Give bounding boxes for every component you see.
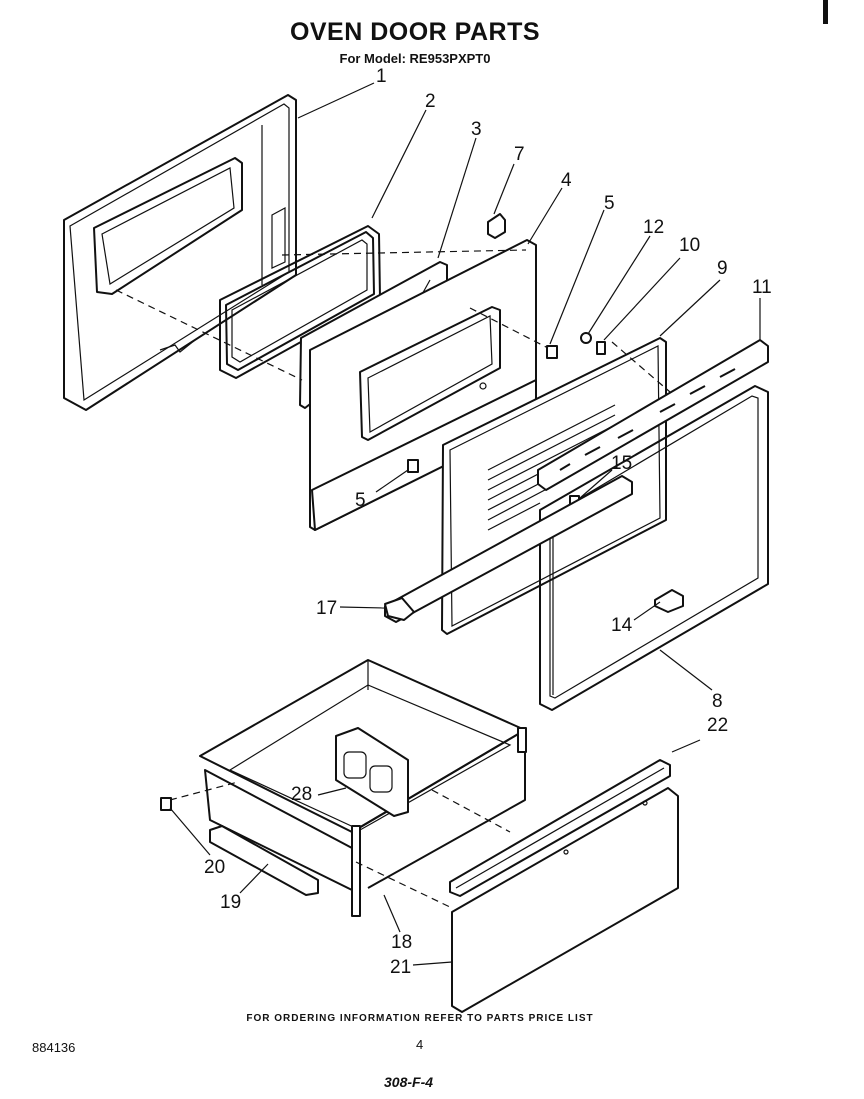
leader-lines — [169, 82, 761, 966]
part-door-frame — [539, 385, 769, 711]
part-drawer-rail — [209, 825, 319, 896]
page-number: 4 — [416, 1037, 424, 1052]
part-storage-drawer — [199, 659, 527, 917]
part-screw — [580, 332, 592, 344]
document-number: 884136 — [32, 1040, 76, 1055]
callout-part-9: 9 — [717, 258, 728, 279]
part-drawer-front-panel — [451, 787, 679, 1013]
callout-part-28: 28 — [291, 784, 313, 805]
callout-part-21: 21 — [390, 957, 412, 978]
part-drawer-glide — [160, 797, 172, 811]
callout-part-18: 18 — [391, 932, 413, 953]
part-clip-upper — [546, 345, 558, 359]
page-title: OVEN DOOR PARTS — [289, 18, 541, 46]
model-subtitle: For Model: RE953PXPT0 — [339, 51, 491, 66]
callout-part-1: 1 — [376, 66, 387, 87]
registration-mark — [823, 0, 828, 24]
part-outer-door-panel — [63, 94, 297, 411]
callout-part-15: 15 — [611, 453, 633, 474]
part-hinge-bracket — [487, 213, 506, 239]
part-bottom-rail — [384, 475, 633, 623]
callout-part-12: 12 — [643, 217, 665, 238]
callout-part-20: 20 — [204, 857, 226, 878]
alignment-lines — [115, 249, 671, 909]
callout-part-5-lower: 5 — [355, 490, 366, 511]
part-spacer — [596, 341, 606, 355]
callout-part-14: 14 — [611, 615, 633, 636]
callout-part-5-upper: 5 — [604, 193, 615, 214]
callout-part-10: 10 — [679, 235, 701, 256]
handwritten-reference: 308-F-4 — [384, 1074, 434, 1090]
callout-part-3: 3 — [471, 119, 482, 140]
callout-part-22: 22 — [707, 715, 729, 736]
part-lower-bracket — [654, 589, 684, 613]
callout-part-4: 4 — [561, 170, 572, 191]
callout-part-19: 19 — [220, 892, 242, 913]
callout-part-11: 11 — [752, 277, 772, 298]
callout-part-17: 17 — [316, 598, 338, 619]
part-drawer-trim-strip — [449, 759, 671, 897]
ordering-note: FOR ORDERING INFORMATION REFER TO PARTS … — [246, 1013, 594, 1024]
part-drawer-divider — [335, 727, 409, 817]
callout-part-7: 7 — [514, 144, 525, 165]
part-clip-lower — [407, 459, 419, 473]
callout-part-2: 2 — [425, 91, 436, 112]
callout-part-8: 8 — [712, 691, 723, 712]
